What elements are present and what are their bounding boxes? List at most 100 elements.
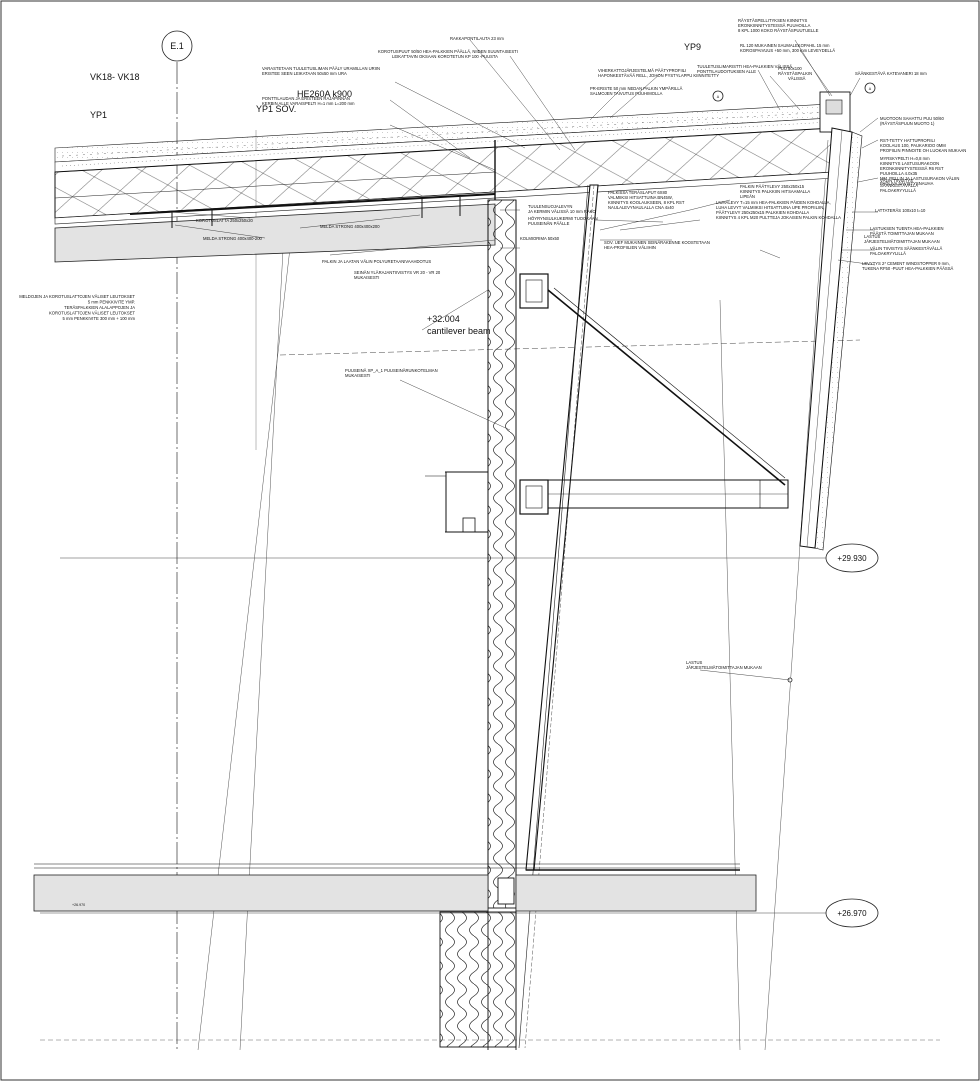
eaves-panel	[799, 127, 863, 551]
note-middle: JA KERMIN VÄLISSÄ 10 mm RAKO	[528, 209, 596, 214]
note-right: PALOAKRYYLILLÄ	[870, 251, 906, 256]
note-middle: HEA-PROFIILIEN VÄLIIHIN	[604, 245, 656, 250]
note-middle: PUUSEINÄ XP_A_1 PUUSEINÄRUNKOTELMAN	[345, 368, 438, 373]
level-label: +29.930	[837, 554, 867, 563]
gridline-label: E.1	[170, 41, 184, 51]
note-middle: PALKIN JA LAATAN VÄLIN POLYURETAANIVAAHD…	[322, 259, 431, 264]
note-right: PUUHOILLA 4.0x35	[880, 171, 918, 176]
note-right: PROFIILIN PINNOITE OH LUOKAN MUKAAN	[880, 148, 966, 153]
note-top: VIHERKATTOJÄRJESTELMÄ PÄÄTYPROFIILI	[598, 68, 686, 73]
note-middle: MELDA STRONG 400x400-200	[203, 236, 263, 241]
leader-lines	[169, 39, 879, 681]
note-top-right: RÄYSTÄSPELLITYKSEN KIINNITYS	[738, 18, 808, 23]
note-right: PALOAKRYYLILLÄ	[880, 188, 916, 193]
note-middle: PÄÄTYLEVY 250x250x15 PALKKIEN KOHDALLA	[716, 210, 809, 215]
note-right: KOOLAUS 100, PAUKARIOO 0MM	[880, 143, 946, 148]
note-middle: NAULALEVYNAULALLA CNA 4x40	[608, 205, 675, 210]
note-top-right: VÄLISSÄ	[788, 76, 806, 81]
note-right: VÄLIN TIIVISTYS SÄÄNKESTÄVÄLLÄ	[870, 246, 943, 251]
note-top-right: SÄÄNKESTÄVÄ KATEVANERI 18 mm	[855, 71, 927, 76]
note-middle: SEINÄN YLÄRAJANTIIVISTYS VR 20 - VR 20	[354, 270, 441, 275]
note-right: SÄÄNKESTÄVÄLLÄ	[880, 183, 918, 188]
note-top: PONTTILAUDAN JA ERISTEEN RAJAPINNAN	[262, 96, 350, 101]
note-middle: KIINNITYS KOOLAUKSEEN, 8 KPL RST	[608, 200, 685, 205]
note-right: RST-TETTY HATTUPROFIILI	[880, 138, 935, 143]
note-middle: LIPEÄN	[740, 194, 755, 199]
sheet-ref-label: YP1	[90, 110, 107, 120]
note-middle: KIINNITYS PALKKIIN HITSAAMALLA	[740, 189, 810, 194]
note-right: (RÄYSTÄSPUUN MUOTO 1)	[880, 121, 935, 126]
note-top: LEIKATTAVIN OKSAAN KOROTETUN KP 100 -PUU…	[392, 54, 498, 59]
note-middle: MELDA STRONG 400x400x200	[320, 224, 380, 229]
section-marker: A	[869, 87, 872, 91]
level-label: +26.970	[72, 903, 85, 907]
note-right: PÄÄSTÄ TOIMITTAJAN MUKAAN	[870, 231, 934, 236]
note-right: LEVYTYS 2* CEMENT WINDSTOPPER 9 mm,	[862, 261, 950, 266]
note-right: KIINNITYS LASTUSURAKOON	[880, 161, 939, 166]
sheet-ref-label: YP9	[684, 42, 701, 52]
note-top-right: PUU 50x100	[778, 66, 802, 71]
note-middle: PALKIN PÄÄTYLEVY 250x250x15	[740, 184, 805, 189]
roof-slab	[54, 193, 496, 263]
note-top: VARASTETAAN TUULETUSLIMAN PÄÄLY URAMILLA…	[262, 66, 380, 71]
note-middle: VALMIIKSI HITSATTUINA BN45W,	[608, 195, 673, 200]
note-top: ERISTEE SEEN LEIKATAAN 50x50 mm URA	[262, 71, 347, 76]
sheet-ref-label: HE260A k900	[297, 89, 352, 99]
note-top-right: KOROSPAIVUUS +50 mm, 300 mm LEVEYDELLÄ	[740, 48, 835, 53]
note-middle: TUULENSUOJALEVYN	[528, 204, 572, 209]
note-middle: PUUSEINÄN PÄÄLLE	[528, 221, 570, 226]
level-sublabel: cantilever beam	[427, 326, 491, 336]
note-left: MELDOJEN JA KOROTUSLATTOJEN VÄLISET LEUT…	[19, 294, 135, 299]
sheet-ref-label: YP1 SOV.	[256, 104, 296, 114]
note-right: LASTUKSEN TUENTA HEA-PALKKIEN	[870, 226, 944, 231]
roof-section	[54, 91, 851, 225]
note-top: RAKKAPONTILAUTA 23 mm	[450, 36, 504, 41]
note-middle: MUKAISESTI	[354, 275, 379, 280]
level-markers	[712, 82, 879, 928]
note-right: TUKENA RF50 -PUUT HEA-PALKKIEN PÄÄSSÄ	[862, 266, 954, 271]
note-right: MUOTOON SAHATTU PUU 50/60	[880, 116, 945, 121]
section-marker: A	[717, 95, 720, 99]
note-top: KERBIN ALLE VARAISPELTI H=1 mm L=200 mm	[262, 101, 355, 106]
note-top: PR-ERISTE 50 mm NEDAN PALKIN YMPÄRILLÄ	[590, 86, 683, 91]
note-top-right: TUULETUSLIMARISTTI HEA-PALKKIEN VÄLISSÄ	[697, 64, 792, 69]
level-label: +32.004	[427, 314, 460, 324]
note-middle: LIUHALEVY T=15 mm HEA-PALKKIEN PÄIDEN KO…	[716, 200, 831, 205]
steel-cantilever	[425, 273, 789, 533]
note-middle: HÖYRYNSULKUKERMI TUOOKAAN	[528, 216, 598, 221]
note-right: VÄLIN TIIVISTYS	[880, 178, 913, 183]
note-top: HAPONKESTÄVÄÄ RELL, JOHON PYSTYLAPPU KII…	[598, 73, 719, 78]
note-left: TERÄSPALKKIEN ALALAPPOJEN JA	[64, 305, 135, 310]
note-top-right: PONTTILAUDOITUKSEN ALLE	[697, 69, 756, 74]
floor-slab	[33, 863, 757, 912]
note-lower: JÄRJESTELMÄTOIMITTAJAN MUKAAN	[864, 239, 940, 244]
note-middle: KOROTUSLATTA 250x250x20	[196, 218, 254, 223]
note-lower: LASTUS	[864, 234, 880, 239]
note-left: 5 mm PENKKIVITE 300 mm + 100 mm	[63, 316, 136, 321]
note-lower: LASTUS	[686, 660, 702, 665]
note-lower: JÄRJESTELMÄTOIMITTAJAN MUKAAN	[686, 665, 762, 670]
note-top: SALMOJEN TAIVUTUS PUUHIMOLLA	[590, 91, 663, 96]
note-top: KOROTUSPUUT 50/50 HEA-PALKKIEN PÄÄLLÄ, N…	[378, 49, 518, 54]
note-right: ERONKIINNITYSTEISSÄ R6 RST	[880, 166, 944, 171]
note-middle: KOLMIORIMA 50x50	[520, 236, 560, 241]
note-right: MYRSKYPELTI H=0,8 mm	[880, 156, 930, 161]
reference-lines	[197, 130, 829, 1051]
note-top-right: RÄYSTÄSPALKIN	[778, 71, 812, 76]
note-middle: PALKISSA TERÄSLAPUT 6X80	[608, 190, 668, 195]
note-left: KOROTUSLATTOJEN VÄLISET LEUTOKSET	[49, 311, 135, 316]
note-right: LATTATERÄS 100x10 t=10	[875, 208, 926, 213]
note-top-right: 8 KPL 1000 KOKO RÄYSTÄSPUUTUELLE	[738, 28, 819, 33]
note-middle: MUKAISESTI	[345, 373, 370, 378]
note-top-right: ERONKIINNITYSTEISSÄ PUUHOILLA	[738, 23, 811, 28]
sheet-ref-label: VK18- VK18	[90, 72, 140, 82]
note-top-right: RL 120 MUKAINEN SAUMALEKOPAHIL 15 mm	[740, 43, 830, 48]
note-right: PAOLIVA SÄVISTYSNAUHA	[880, 181, 934, 186]
note-middle: LUHA LEVYT VALMIIKSI HITSATTUINA UPE PRO…	[716, 205, 824, 210]
level-label: +26.970	[837, 909, 867, 918]
note-left: 5 mm PENKKIVITE YMP.	[88, 300, 135, 305]
